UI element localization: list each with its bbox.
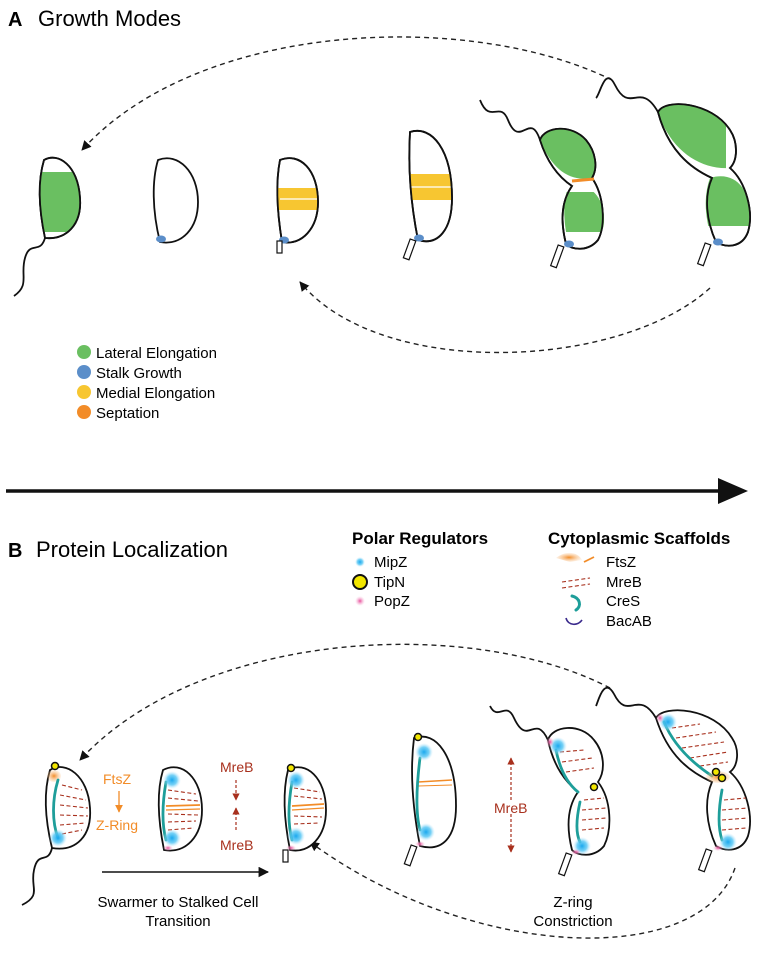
growth-legend: Lateral Elongation Stalk Growth Medial E…: [77, 345, 217, 422]
legend-label-3: Septation: [96, 405, 159, 422]
localization-cell-swarmer: [21, 761, 91, 906]
growth-cell-2: [152, 157, 199, 244]
panel-b-title: Protein Localization: [36, 537, 228, 562]
mipz-label: MipZ: [374, 554, 407, 571]
panel-a: A Growth Modes: [8, 6, 751, 422]
growth-cell-4: [402, 129, 453, 261]
legend-dot-0: [77, 345, 91, 359]
bacab-icon: [565, 617, 583, 626]
growth-cell-5: [479, 99, 605, 269]
mreb-mid-label: MreB: [494, 800, 527, 816]
localization-cell-6: [595, 686, 751, 873]
constriction-caption-line1: Z-ring: [553, 894, 592, 911]
ftsz-line-icon: [583, 556, 595, 563]
transition-caption-line1: Swarmer to Stalked Cell: [98, 894, 259, 911]
ftsz-icon: [556, 552, 582, 562]
cycle-arrow-top: [81, 36, 613, 151]
cycle-arrow-b-bottom: [309, 841, 736, 939]
localization-cell-5: [489, 705, 611, 877]
mreb-icon: [561, 577, 591, 589]
cycle-arrow-bottom: [299, 281, 711, 354]
mreb-mid-annotation: MreB: [494, 757, 527, 853]
ftsz-zring-annotation: FtsZ Z-Ring: [96, 771, 138, 833]
ftsz-label: FtsZ: [606, 554, 636, 571]
panel-a-letter: A: [8, 9, 22, 31]
constriction-caption-line2: Constriction: [533, 913, 612, 930]
polar-regulators-heading: Polar Regulators: [352, 529, 488, 548]
mreb-top-label: MreB: [220, 759, 253, 775]
mreb-bottom-label: MreB: [220, 837, 253, 853]
cres-label: CreS: [606, 593, 640, 610]
tipn-label: TipN: [374, 574, 405, 591]
popz-label: PopZ: [374, 593, 410, 610]
bacab-label: BacAB: [606, 613, 652, 630]
transition-caption-line2: Transition: [145, 913, 210, 930]
timeline-arrow: [6, 478, 748, 504]
growth-cell-6: [595, 77, 751, 267]
growth-cell-3: [276, 157, 319, 254]
mipz-icon: [355, 557, 365, 567]
legend-dot-3: [77, 405, 91, 419]
zring-annotation-label: Z-Ring: [96, 817, 138, 833]
panel-b-letter: B: [8, 540, 22, 562]
legend-dot-1: [77, 365, 91, 379]
tipn-icon: [352, 574, 368, 590]
mreb-label: MreB: [606, 574, 642, 591]
mreb-annotation: MreB MreB: [220, 759, 253, 853]
panel-a-title: Growth Modes: [38, 6, 181, 31]
localization-cell-4: [403, 732, 457, 867]
localization-cell-3: [282, 763, 327, 863]
polar-regulators-legend: Polar Regulators MipZ TipN PopZ: [352, 529, 488, 610]
cres-icon: [570, 594, 581, 612]
legend-label-2: Medial Elongation: [96, 385, 215, 402]
growth-cell-swarmer: [13, 156, 81, 297]
popz-icon: [355, 596, 365, 606]
cycle-arrow-b-top: [79, 643, 611, 761]
localization-cell-2: [157, 766, 203, 852]
legend-label-1: Stalk Growth: [96, 365, 182, 382]
panel-b: B Protein Localization Polar Regulators …: [8, 529, 751, 939]
cytoplasmic-scaffolds-heading: Cytoplasmic Scaffolds: [548, 529, 730, 548]
cytoplasmic-scaffolds-legend: Cytoplasmic Scaffolds FtsZ MreB CreS Bac…: [548, 529, 730, 630]
legend-label-0: Lateral Elongation: [96, 345, 217, 362]
ftsz-annotation-label: FtsZ: [103, 771, 131, 787]
legend-dot-2: [77, 385, 91, 399]
